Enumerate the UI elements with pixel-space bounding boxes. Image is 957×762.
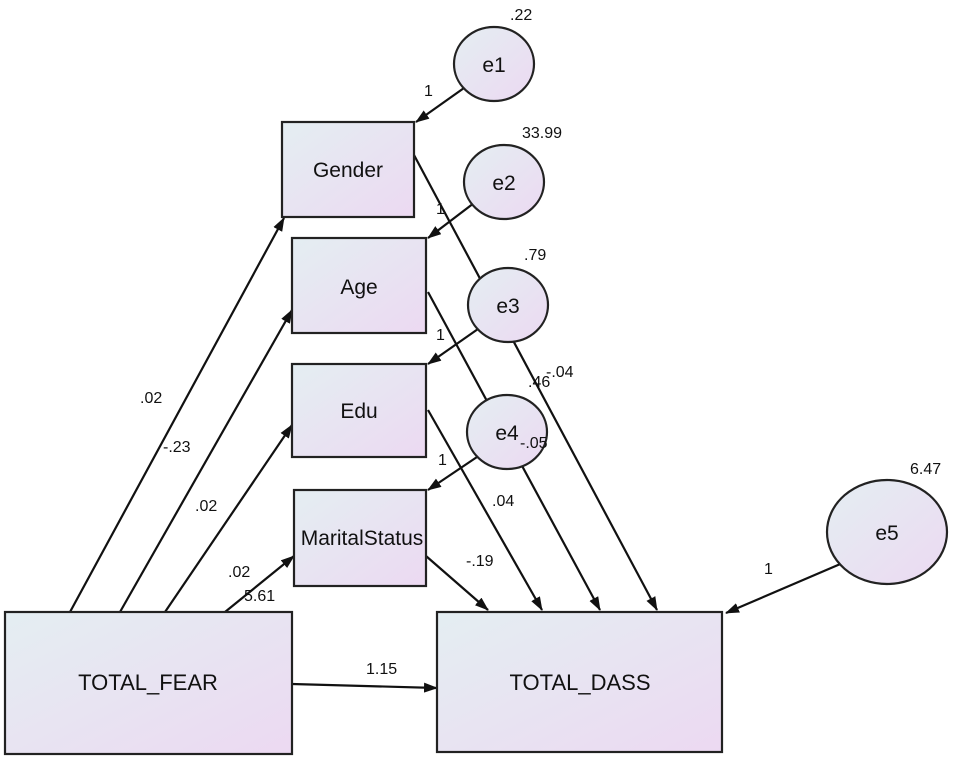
e4-path-weight: 1	[438, 452, 447, 469]
e1-label: e1	[482, 54, 505, 77]
path-e4-to-marital	[427, 456, 478, 491]
e2-node: e2	[462, 143, 546, 221]
e2-label: e2	[492, 172, 515, 195]
path-e3-to-edu	[427, 328, 479, 365]
path-edu-to-dass	[427, 409, 543, 611]
age-dass-coef: .46	[528, 374, 550, 391]
marital-dass-coef: -.19	[466, 553, 494, 570]
e5-label: e5	[875, 522, 898, 545]
path-fear-to-marital	[224, 555, 295, 613]
e5-path-weight: 1	[764, 561, 773, 578]
edu-label: Edu	[340, 400, 377, 423]
total-fear-variance: 5.61	[244, 588, 275, 605]
gender-node: Gender	[280, 120, 416, 219]
gender-dass-coef: -.04	[546, 364, 574, 381]
e4-node: e4	[465, 393, 549, 471]
path-e5-to-dass	[725, 560, 846, 615]
age-label: Age	[340, 276, 377, 299]
fear-dass-coef: 1.15	[366, 661, 397, 678]
e3-path-weight: 1	[436, 327, 445, 344]
edu-dass-coef: .04	[492, 493, 514, 510]
total-fear-label: TOTAL_FEAR	[78, 670, 218, 695]
extra-dass-coef: -.05	[520, 435, 548, 452]
fear-marital-coef: .02	[228, 564, 250, 581]
path-marital-to-dass	[425, 555, 489, 611]
age-node: Age	[290, 236, 428, 335]
e2-variance: 33.99	[522, 125, 562, 142]
e1-path-weight: 1	[424, 83, 433, 100]
e1-node: e1	[452, 25, 536, 103]
path-gender-to-dass	[413, 154, 658, 611]
fear-edu-coef: .02	[195, 498, 217, 515]
path-fear-to-dass	[291, 682, 438, 693]
path-e1-to-gender	[415, 87, 465, 123]
marital-status-label: MaritalStatus	[301, 527, 424, 550]
fear-age-coef: -.23	[163, 439, 191, 456]
fear-gender-coef: .02	[140, 390, 162, 407]
e3-variance: .79	[524, 247, 546, 264]
e5-variance: 6.47	[910, 461, 941, 478]
path-fear-to-edu	[164, 424, 293, 613]
e1-variance: .22	[510, 7, 532, 24]
path-fear-to-gender	[69, 217, 285, 613]
total-dass-label: TOTAL_DASS	[509, 670, 650, 695]
edu-node: Edu	[290, 362, 428, 459]
e4-label: e4	[495, 422, 519, 445]
gender-label: Gender	[313, 159, 383, 182]
path-fear-to-age	[119, 309, 293, 613]
path-e2-to-age	[427, 202, 475, 239]
marital-status-node: MaritalStatus	[292, 488, 428, 588]
e3-node: e3	[466, 266, 550, 344]
total-dass-node: TOTAL_DASS	[435, 610, 724, 754]
e5-node: e5	[825, 478, 949, 586]
total-fear-node: TOTAL_FEAR	[3, 610, 294, 756]
e2-path-weight: 1	[436, 201, 445, 218]
e3-label: e3	[496, 295, 519, 318]
